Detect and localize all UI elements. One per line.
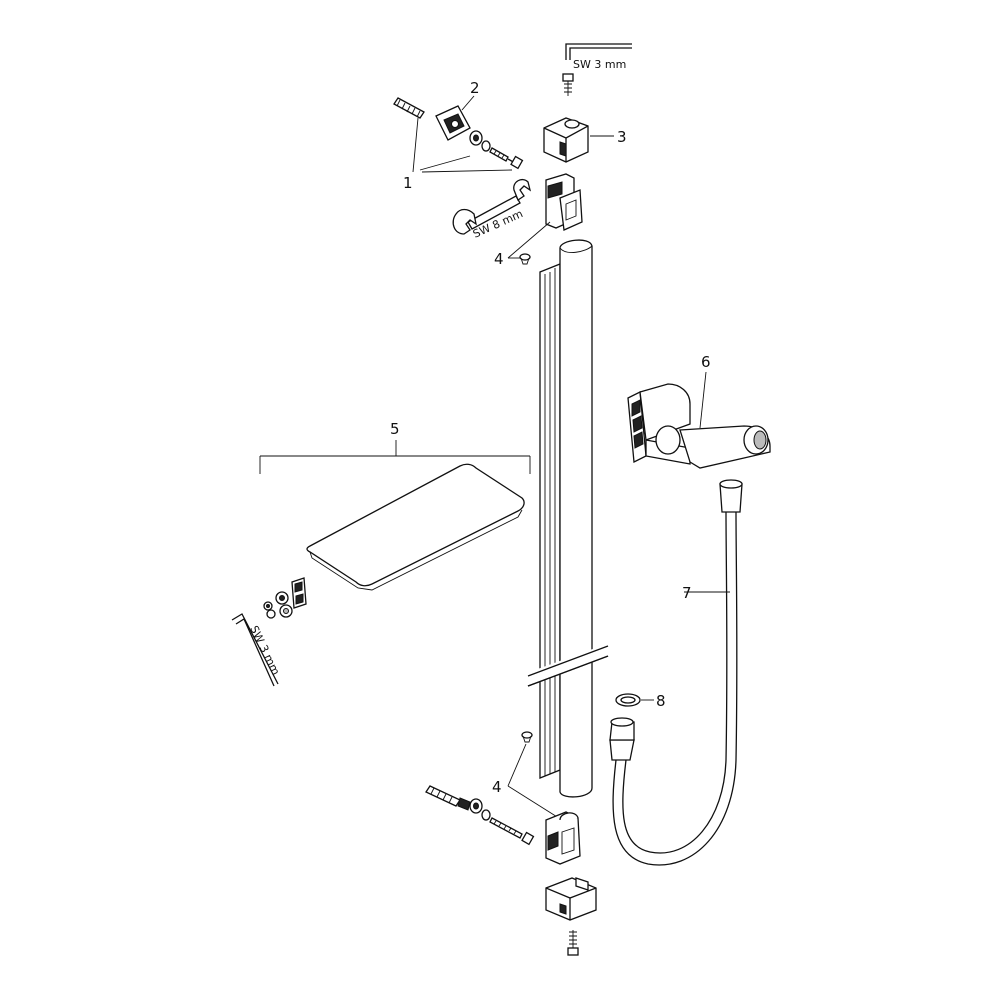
callout-4b: 4 [492, 778, 502, 796]
shelf-plate [306, 463, 525, 591]
shower-rail [524, 239, 614, 798]
top-bracket [545, 173, 583, 231]
shelf-mount-block [291, 577, 307, 609]
sealing-ring [615, 693, 641, 707]
callout-6-leader [699, 371, 707, 429]
hex-key-top-label: SW 3 mm [573, 58, 626, 71]
top-cap [543, 117, 589, 163]
callout-4b-leader-a [507, 743, 527, 787]
callout-2: 2 [470, 79, 480, 97]
callout-7: 7 [682, 584, 692, 602]
open-wrench: SW 8 mm [452, 178, 532, 241]
washer-top [469, 130, 491, 152]
screw-top [489, 147, 524, 170]
rosette-plate [435, 105, 471, 141]
screw-bottom [489, 817, 535, 846]
bottom-bracket [545, 811, 581, 865]
shelf-group: 5 [259, 420, 531, 474]
callout-8: 8 [656, 692, 666, 710]
cap-screw-top [562, 73, 574, 96]
grub-screw-bottom [521, 731, 533, 743]
shelf-grub-screws [263, 591, 293, 619]
wall-anchor-bottom [425, 785, 471, 811]
wall-anchor-top [393, 97, 425, 119]
cap-screw-bottom [567, 930, 579, 956]
bottom-cap [545, 877, 597, 921]
hex-key-left: SW 3 mm [231, 613, 282, 687]
callout-4a-leader-a [507, 221, 551, 259]
grub-screw-top [519, 253, 531, 265]
callout-1-leader-b [419, 155, 471, 171]
callout-1-leader-a [412, 117, 419, 173]
callout-4b-leader-b [507, 785, 563, 821]
washer-bottom [469, 798, 491, 821]
callout-4a: 4 [494, 250, 504, 268]
hex-key-top: SW 3 mm [565, 43, 632, 71]
shower-holder [627, 383, 771, 469]
callout-1-leader-c [421, 169, 513, 173]
callout-1: 1 [403, 174, 413, 192]
shower-hose [609, 479, 743, 866]
callout-2-leader [461, 95, 475, 111]
callout-3: 3 [617, 128, 627, 146]
callout-5: 5 [390, 420, 400, 438]
callout-6: 6 [701, 353, 711, 371]
hex-key-left-label: SW 3 mm [247, 624, 282, 678]
